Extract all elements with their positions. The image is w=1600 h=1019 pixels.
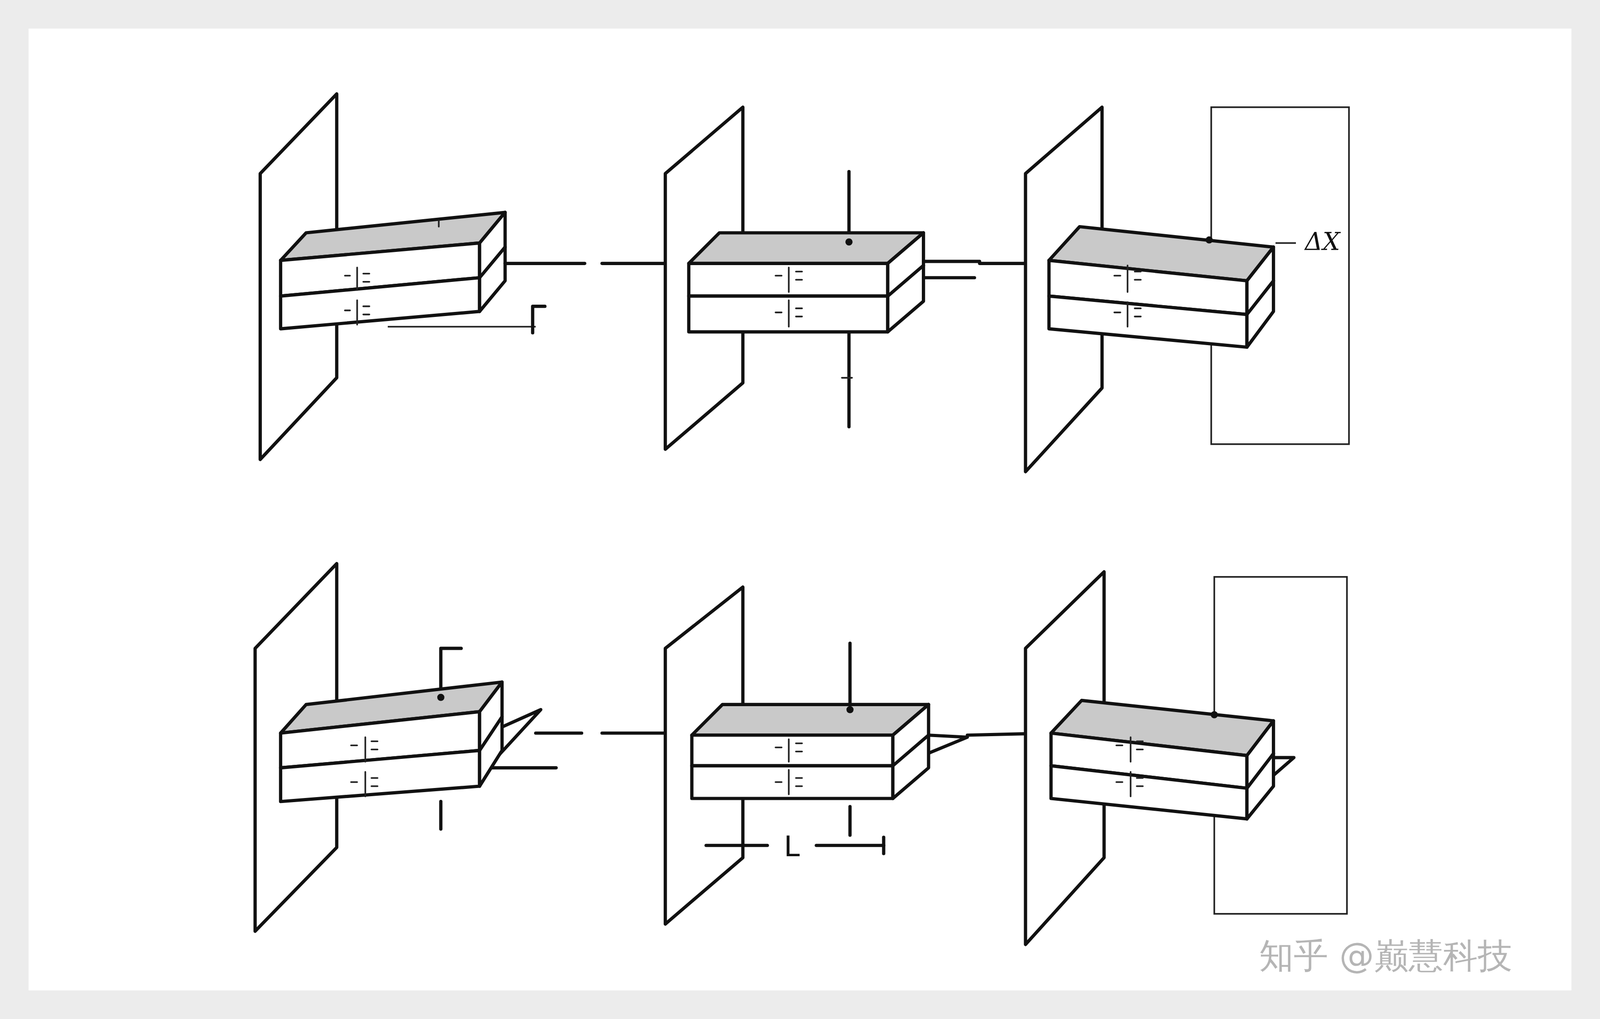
layer-line [892,735,929,766]
beam-layer [691,735,893,766]
tick [439,801,443,830]
canvas [28,28,1572,990]
layer-line [887,265,924,296]
beam-top [688,232,924,264]
watermark: 知乎 @巅慧科技 [1259,938,1513,973]
cantilever-bent-up [255,563,694,931]
dimension-tick [881,836,885,854]
beam-end [479,681,502,786]
load-point [846,705,854,714]
link-line [923,275,975,280]
cantilever-bent-down [1025,571,1347,945]
load-point [437,693,445,701]
beam-layer [280,750,480,801]
load-point [1205,236,1213,244]
cantilever-straight [665,107,1052,450]
cantilever-bent-up [260,94,689,460]
deflection-label: ΔX [1305,229,1340,255]
beam-layer [1050,765,1247,819]
beam-marks [775,739,802,795]
beam-marks [1114,265,1141,327]
dimension-line [705,843,768,847]
cantilever-straight [665,586,1052,924]
beam-layer [280,277,480,329]
beam-end [1246,720,1274,819]
load-point [1210,710,1219,719]
beam-marks [350,736,378,796]
load-line [848,643,852,705]
length-label: L [784,831,800,861]
beam-end [479,212,505,312]
beam-marks [1116,736,1143,796]
beam-end [892,704,929,799]
beam-top [691,704,929,735]
beam-layer [691,765,893,799]
layer-line [479,246,505,278]
beam-end [1246,246,1274,347]
load-line [847,171,851,235]
load-line [848,806,852,835]
layer-line [1246,753,1274,788]
link-line [923,259,980,263]
layer-line [1246,280,1274,315]
link-line [535,731,582,735]
beam-marks [775,267,852,378]
layer-line [479,716,502,750]
beam-end [887,232,924,332]
beam-marks [345,220,440,325]
cantilever-bent-down [1025,107,1350,472]
reference-line [387,325,536,328]
beam-layer [1049,295,1248,347]
load-point [845,238,853,246]
link-line [505,261,585,265]
dimension-line [816,843,884,847]
leader-line [1275,242,1296,245]
bracket [532,306,545,333]
load-line [847,331,851,427]
